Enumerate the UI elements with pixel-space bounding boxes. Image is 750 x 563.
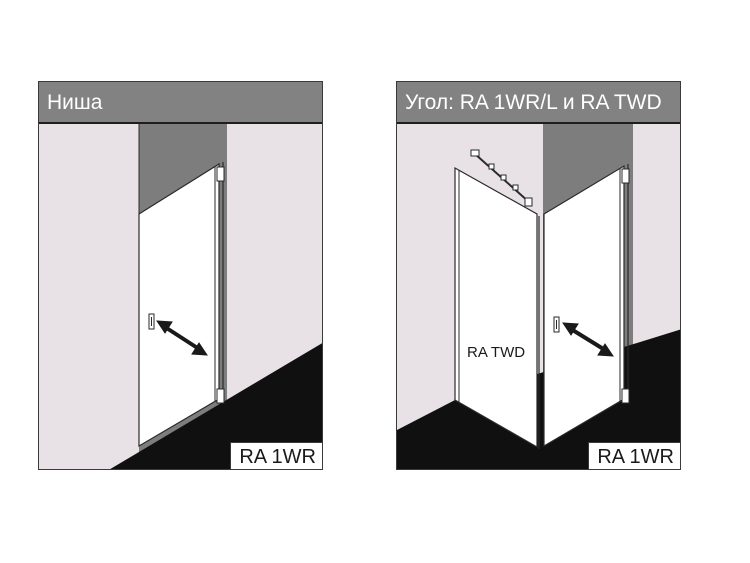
side-panel-label: RA TWD (467, 344, 526, 361)
niche-illustration (39, 124, 322, 469)
niche-top-hinge (216, 166, 225, 182)
niche-glass-door (138, 162, 220, 448)
corner-bottom-hinge (621, 388, 630, 404)
door-handle-icon (148, 313, 155, 330)
wall-bracket-icon (470, 149, 533, 207)
niche-title: Ниша (39, 82, 322, 124)
double-arrow-icon (156, 320, 208, 356)
corner-top-hinge (621, 168, 630, 184)
corner-glass-door (543, 164, 625, 448)
corner-panel: Угол: RA 1WR/L и RA TWD (396, 81, 681, 470)
corner-scene: RA TWD RA 1WR (397, 124, 680, 469)
niche-bottom-hinge (216, 388, 225, 404)
corner-model-label: RA 1WR (588, 442, 680, 469)
corner-title: Угол: RA 1WR/L и RA TWD (397, 82, 680, 124)
niche-model-label: RA 1WR (230, 442, 322, 469)
niche-scene: RA 1WR (39, 124, 322, 469)
niche-floor (110, 343, 322, 469)
double-arrow-icon (562, 322, 614, 357)
corner-side-panel (454, 166, 538, 449)
door-handle-icon (553, 316, 560, 333)
corner-illustration (397, 124, 680, 469)
niche-panel: Ниша (38, 81, 323, 470)
